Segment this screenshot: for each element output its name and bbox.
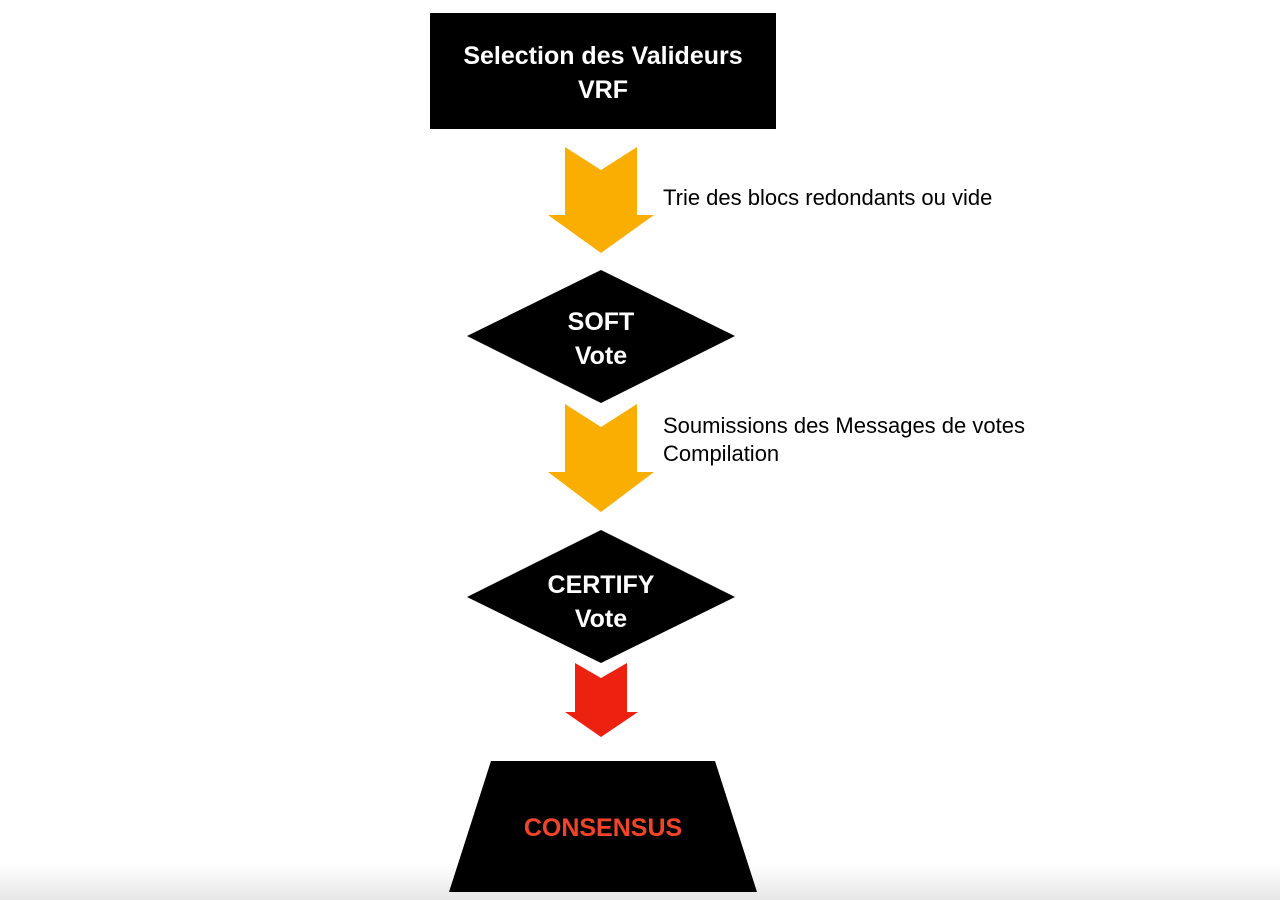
arrow-down-icon [548, 404, 654, 512]
node-certify-vote: CERTIFY Vote [467, 530, 735, 663]
arrow-down-icon [548, 147, 654, 253]
certify-line2: Vote [575, 605, 627, 633]
soft-line2: Vote [575, 342, 627, 370]
edge-label-first: Trie des blocs redondants ou vide [663, 185, 992, 210]
edge-label-second-line1: Soumissions des Messages de votes [663, 413, 1025, 438]
selection-line1: Selection des Valideurs [463, 42, 742, 70]
edge-label-second-line2: Compilation [663, 441, 779, 466]
selection-line2: VRF [578, 76, 628, 104]
consensus-label: CONSENSUS [524, 814, 682, 842]
arrow-down-icon [565, 663, 638, 737]
node-soft-vote: SOFT Vote [467, 270, 735, 403]
certify-line1: CERTIFY [548, 571, 655, 599]
node-selection-validators: Selection des Valideurs VRF [430, 13, 776, 129]
soft-line1: SOFT [568, 308, 635, 336]
node-consensus: CONSENSUS [449, 761, 757, 892]
